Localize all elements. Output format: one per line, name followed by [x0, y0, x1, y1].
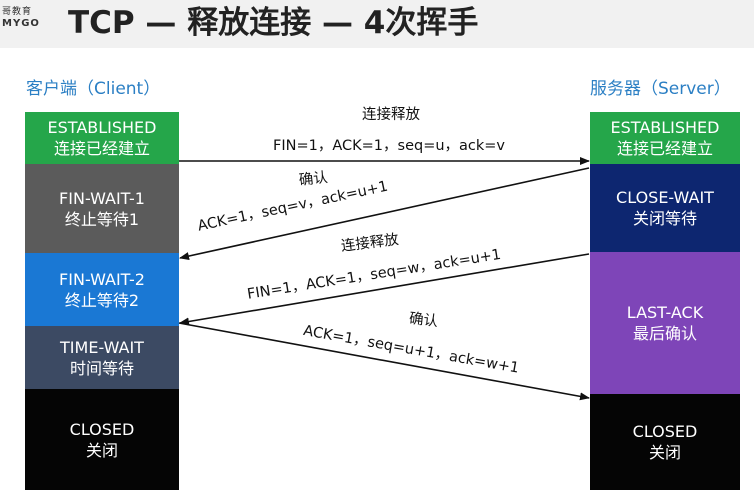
client-state-time-wait: TIME-WAIT 时间等待: [25, 326, 179, 389]
message-1-content: FIN=1，ACK=1，seq=u，ack=v: [273, 138, 506, 154]
state-desc: 最后确认: [632, 324, 697, 343]
state-name: TIME-WAIT: [60, 337, 144, 357]
logo: 哥教育 MYGO: [2, 6, 46, 30]
state-desc: 关闭等待: [632, 209, 697, 228]
server-state-last-ack: LAST-ACK 最后确认: [590, 252, 740, 394]
client-state-fin-wait-1: FIN-WAIT-1 终止等待1: [25, 164, 179, 253]
arrow-fin-server-to-client: [179, 253, 590, 326]
state-name: CLOSE-WAIT: [616, 188, 714, 207]
state-desc: 连接已经建立: [53, 139, 150, 158]
state-desc: 关闭: [648, 443, 681, 462]
state-desc: 连接已经建立: [616, 139, 713, 158]
message-2-title: 确认: [298, 169, 329, 189]
client-state-closed: CLOSED 关闭: [25, 389, 179, 490]
state-desc: 终止等待1: [64, 209, 140, 229]
server-state-column: ESTABLISHED 连接已经建立 CLOSE-WAIT 关闭等待 LAST-…: [590, 112, 740, 490]
message-4-title: 确认: [408, 310, 439, 330]
state-name: LAST-ACK: [626, 303, 704, 322]
state-name: FIN-WAIT-1: [59, 188, 145, 208]
arrow-ack-server-to-client: [179, 167, 590, 260]
message-1-title: 连接释放: [362, 107, 420, 123]
server-state-close-wait: CLOSE-WAIT 关闭等待: [590, 164, 740, 252]
state-name: ESTABLISHED: [47, 118, 157, 137]
client-state-column: ESTABLISHED 连接已经建立 FIN-WAIT-1 终止等待1 FIN-…: [25, 112, 179, 490]
arrow-ack-client-to-server: [178, 322, 590, 401]
client-state-fin-wait-2: FIN-WAIT-2 终止等待2: [25, 253, 179, 326]
state-desc: 关闭: [85, 440, 118, 460]
client-label: 客户端（Client）: [26, 79, 161, 99]
server-state-established: ESTABLISHED 连接已经建立: [590, 112, 740, 164]
header-bar: 哥教育 MYGO TCP — 释放连接 — 4次挥手: [0, 0, 754, 48]
state-name: ESTABLISHED: [610, 118, 720, 137]
page-title: TCP — 释放连接 — 4次挥手: [68, 5, 479, 41]
logo-english: MYGO: [2, 18, 40, 29]
state-name: CLOSED: [632, 422, 698, 441]
state-name: FIN-WAIT-2: [59, 269, 145, 289]
state-desc: 时间等待: [69, 358, 134, 378]
logo-chinese: 哥教育: [2, 7, 33, 17]
server-state-closed: CLOSED 关闭: [590, 394, 740, 490]
state-name: CLOSED: [69, 419, 135, 439]
server-label: 服务器（Server）: [590, 79, 731, 99]
client-state-established: ESTABLISHED 连接已经建立: [25, 112, 179, 164]
state-desc: 终止等待2: [64, 290, 140, 310]
